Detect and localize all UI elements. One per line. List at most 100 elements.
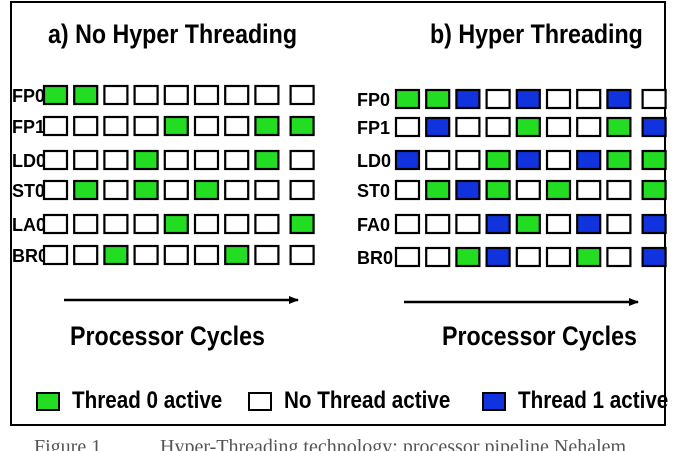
pipeline-cell (193, 149, 220, 171)
caption-label: Figure 1 (34, 437, 102, 451)
pipeline-cell (73, 84, 99, 106)
pipeline-cell (394, 116, 421, 138)
pipeline-cell (425, 149, 451, 171)
legend-none-label: No Thread active (284, 387, 451, 414)
legend-none: No Thread active (248, 387, 477, 415)
pipeline-cell (641, 149, 667, 171)
pipeline-cell (133, 149, 159, 171)
pipeline-cell (254, 84, 280, 106)
legend-thread0-label: Thread 0 active (72, 387, 223, 414)
pipeline-cell (73, 244, 99, 266)
pipeline-cell (576, 213, 602, 235)
pipeline-cell (289, 115, 315, 137)
panel-b-row-label: LD0 (357, 151, 391, 171)
pipeline-cell (193, 179, 220, 201)
pipeline-cell (545, 179, 572, 201)
pipeline-cell (455, 88, 481, 110)
pipeline-cell (133, 84, 159, 106)
pipeline-cell (485, 179, 511, 201)
pipeline-cell (193, 115, 220, 137)
pipeline-cell (224, 213, 250, 235)
pipeline-cell (103, 179, 129, 201)
panel-a-axis-label: Processor Cycles (70, 321, 265, 351)
pipeline-cell (425, 179, 451, 201)
panel-a-row-label: FP1 (12, 117, 45, 137)
pipeline-cell (42, 115, 69, 137)
pipeline-cell (606, 213, 632, 235)
pipeline-cell (641, 116, 667, 138)
pipeline-cell (254, 179, 280, 201)
pipeline-cell (455, 149, 481, 171)
panel-b-title: b) Hyper Threading (430, 19, 643, 49)
pipeline-cell (576, 179, 602, 201)
hyper-threading-figure: a) No Hyper Threading b) Hyper Threading… (10, 1, 668, 426)
pipeline-cell (193, 84, 220, 106)
pipeline-cell (193, 244, 220, 266)
pipeline-cell (545, 116, 572, 138)
pipeline-cell (254, 115, 280, 137)
pipeline-cell (545, 246, 572, 268)
pipeline-cell (545, 213, 572, 235)
legend-thread1-label: Thread 1 active (518, 387, 669, 414)
panel-a-row-label: FP0 (12, 86, 45, 106)
pipeline-cell (485, 149, 511, 171)
pipeline-cell (289, 84, 315, 106)
pipeline-cell (455, 246, 481, 268)
panel-b-row-label: BR0 (357, 248, 393, 268)
legend-thread0: Thread 0 active (36, 387, 247, 415)
legend-thread0-swatch (36, 391, 60, 411)
pipeline-cell (73, 115, 99, 137)
pipeline-cell (455, 213, 481, 235)
pipeline-cell (133, 179, 159, 201)
pipeline-cell (163, 115, 189, 137)
pipeline-cell (163, 149, 189, 171)
panel-a-row-label: LD0 (12, 151, 46, 171)
pipeline-cell (425, 88, 451, 110)
pipeline-cell (254, 213, 280, 235)
pipeline-cell (485, 116, 511, 138)
pipeline-cell (289, 244, 315, 266)
pipeline-cell (224, 149, 250, 171)
pipeline-cell (485, 88, 511, 110)
pipeline-cell (133, 213, 159, 235)
figure-caption: Figure 1 Hyper-Threading technology: pro… (20, 437, 670, 451)
pipeline-cell (394, 179, 421, 201)
pipeline-cell (576, 116, 602, 138)
pipeline-cell (394, 149, 421, 171)
pipeline-cell (545, 149, 572, 171)
legend: Thread 0 active No Thread active Thread … (12, 387, 668, 419)
pipeline-cell (42, 84, 69, 106)
pipeline-cell (103, 149, 129, 171)
panel-a-row-label: LA0 (12, 215, 46, 235)
pipeline-cell (73, 179, 99, 201)
pipeline-cell (193, 213, 220, 235)
pipeline-cell (394, 213, 421, 235)
pipeline-cell (103, 84, 129, 106)
pipeline-cell (515, 179, 541, 201)
pipeline-cell (515, 116, 541, 138)
pipeline-cell (289, 213, 315, 235)
pipeline-cell (42, 244, 69, 266)
panel-b-row-label: FP0 (357, 90, 390, 110)
pipeline-cell (606, 116, 632, 138)
pipeline-cell (641, 179, 667, 201)
panel-a-title: a) No Hyper Threading (48, 19, 298, 49)
pipeline-cell (103, 115, 129, 137)
pipeline-cell (42, 213, 69, 235)
pipeline-cell (254, 244, 280, 266)
pipeline-cell (545, 88, 572, 110)
pipeline-cell (641, 213, 667, 235)
pipeline-cell (73, 149, 99, 171)
pipeline-cell (425, 213, 451, 235)
pipeline-cell (515, 149, 541, 171)
pipeline-cell (73, 213, 99, 235)
pipeline-cell (394, 246, 421, 268)
panel-b-row-label: FA0 (357, 215, 390, 235)
pipeline-cell (576, 149, 602, 171)
panel-b-row-label: FP1 (357, 118, 390, 138)
pipeline-cell (455, 116, 481, 138)
pipeline-cell (163, 213, 189, 235)
pipeline-cell (606, 179, 632, 201)
pipeline-cell (515, 246, 541, 268)
